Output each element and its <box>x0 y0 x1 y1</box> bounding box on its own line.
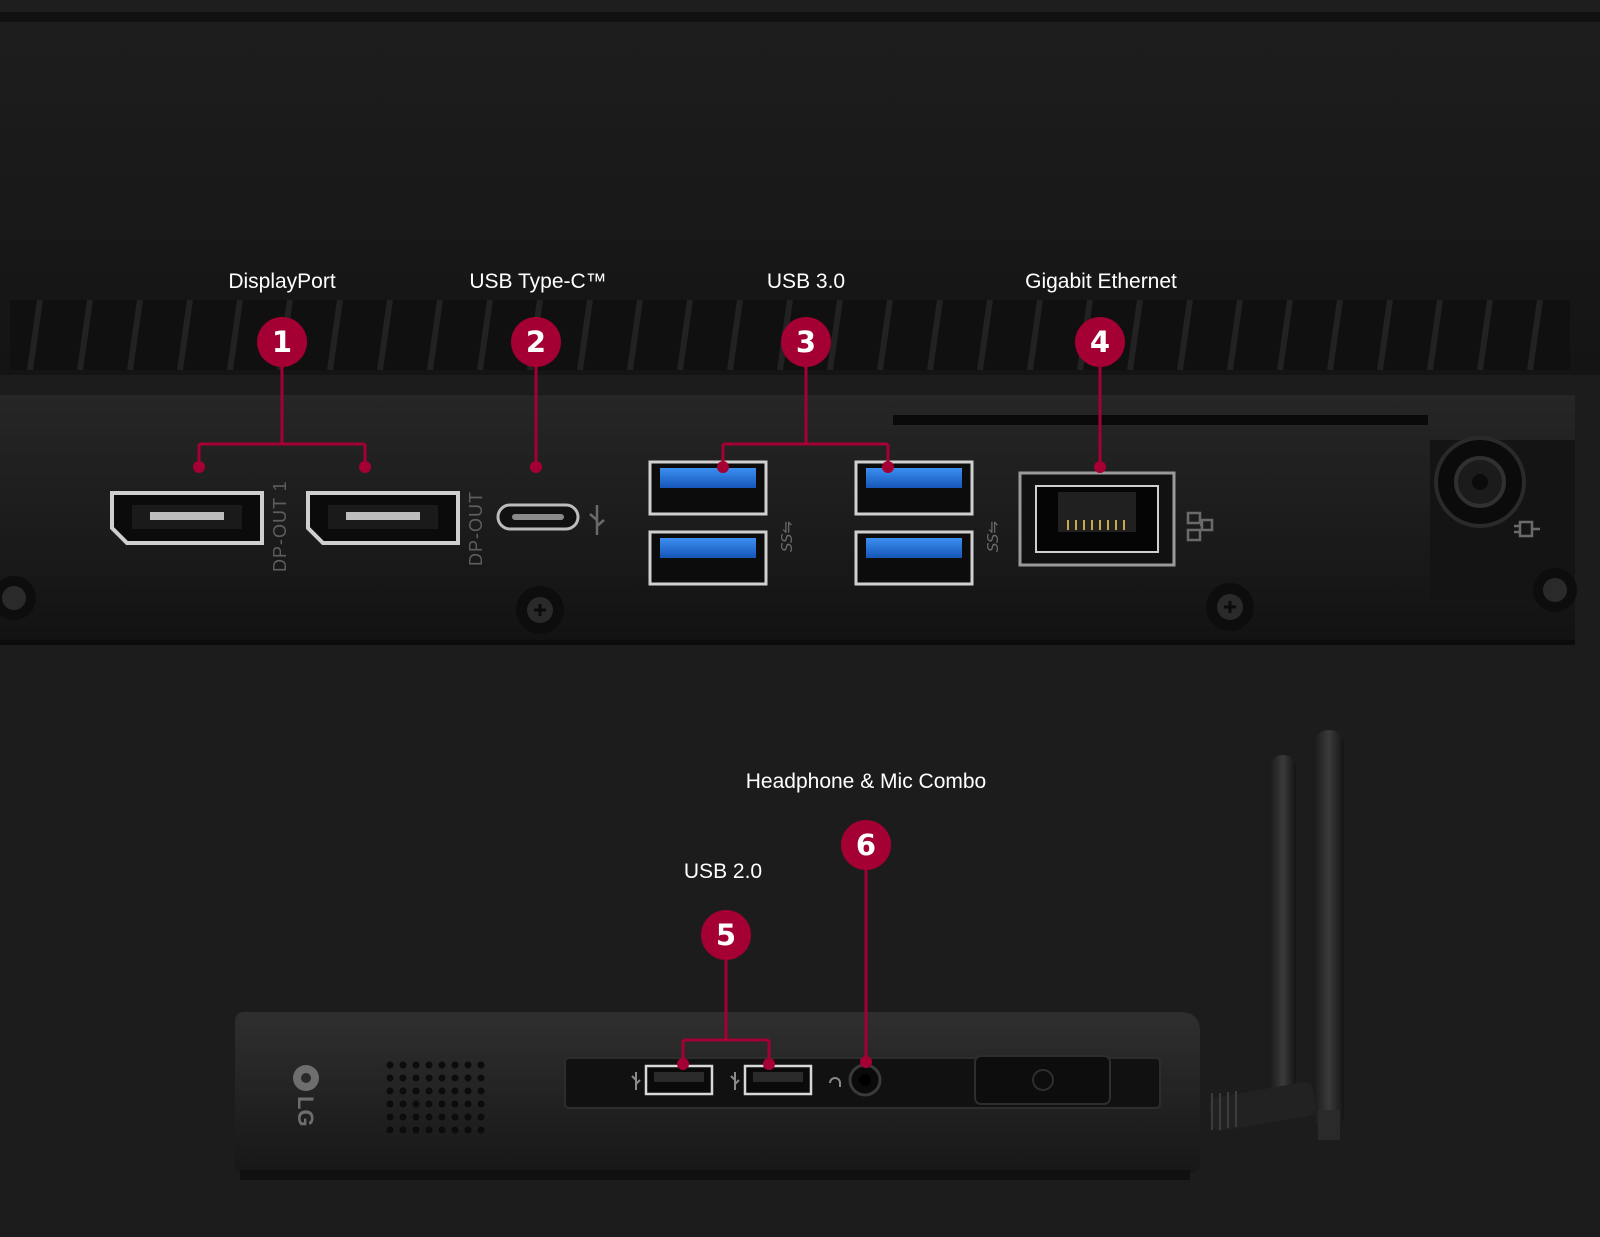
antenna <box>1209 730 1344 1140</box>
callout-badge-2: 2 <box>511 317 561 367</box>
callout-label-displayport: DisplayPort <box>228 270 336 293</box>
network-icon <box>1186 511 1214 542</box>
usb3-port-group-2 <box>854 460 974 586</box>
port-label-dp-out: DP-OUT <box>466 491 486 566</box>
headphone-jack <box>848 1063 882 1097</box>
displayport-1 <box>110 491 264 545</box>
power-jack <box>1434 436 1526 528</box>
displayport-2 <box>306 491 460 545</box>
callout-label-usb-type-c: USB Type-C™ <box>469 270 607 293</box>
callout-label-usb-3: USB 3.0 <box>766 270 846 293</box>
usb2-port-2 <box>743 1064 813 1096</box>
svg-text:SS⇋: SS⇋ <box>778 520 796 552</box>
power-button-icon <box>1032 1069 1054 1091</box>
callout-badge-5: 5 <box>701 910 751 960</box>
callout-label-headphone-mic: Headphone & Mic Combo <box>745 770 987 793</box>
callout-badge-1: 1 <box>257 317 307 367</box>
callout-label-gigabit-ethernet: Gigabit Ethernet <box>1025 270 1177 293</box>
callout-badge-4: 4 <box>1075 317 1125 367</box>
usb-icon <box>589 505 605 535</box>
lg-logo-text: LG <box>293 1096 318 1127</box>
usb-type-c-port <box>496 503 580 531</box>
callout-label-usb-2: USB 2.0 <box>683 860 763 883</box>
lg-logo <box>293 1065 319 1091</box>
power-icon <box>1514 520 1540 538</box>
ss-usb-icon: SS⇋ SS⇋ <box>778 520 1002 552</box>
ethernet-port <box>1018 471 1176 567</box>
mini-pc-body <box>235 1012 1200 1180</box>
usb2-port-1 <box>644 1064 714 1096</box>
callout-dots <box>193 461 1106 1070</box>
port-label-dp-out-1: DP-OUT 1 <box>270 480 290 572</box>
callout-badge-3: 3 <box>781 317 831 367</box>
usb3-port-group-1 <box>648 460 768 586</box>
headphone-icon <box>829 1077 841 1087</box>
callout-badge-6: 6 <box>841 820 891 870</box>
svg-text:SS⇋: SS⇋ <box>984 520 1002 552</box>
usb-icon <box>631 1072 740 1090</box>
speaker-grill <box>386 1061 485 1134</box>
